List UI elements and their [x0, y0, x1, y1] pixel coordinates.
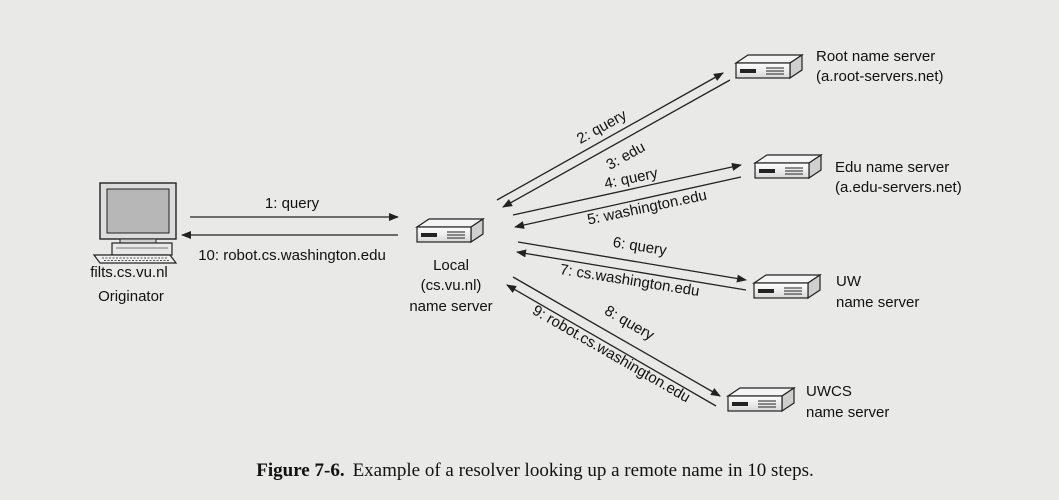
arrow-step-2 [496, 72, 724, 201]
figure-number: Figure 7-6. [256, 460, 344, 481]
edu-server-label-1: Edu name server [835, 159, 949, 176]
uwcs-server-label-1: UWCS [806, 383, 852, 400]
arrow-step-7 [516, 249, 747, 291]
originator-host-label: filts.cs.vu.nl [90, 264, 168, 281]
root-server-icon [735, 54, 803, 79]
root-server-label-2: (a.root-servers.net) [816, 68, 944, 85]
edu-server-label-2: (a.edu-servers.net) [835, 179, 962, 196]
uw-server-label-1: UW [836, 273, 862, 290]
arrow-step-3 [502, 79, 731, 208]
step-5-label: 5: washington.edu [586, 187, 709, 229]
figure-caption-text: Example of a resolver looking up a remot… [353, 460, 814, 481]
root-server-label-1: Root name server [816, 48, 935, 65]
arrow-step-5 [514, 176, 742, 229]
step-8-label: 8: query [602, 302, 658, 344]
uw-server-icon [753, 274, 821, 299]
arrow-step-6 [517, 241, 747, 283]
local-server-icon [416, 218, 484, 243]
uwcs-server-icon [727, 387, 795, 412]
step-6-label: 6: query [612, 234, 669, 259]
arrow-step-4 [512, 163, 742, 216]
originator-role-label: Originator [98, 288, 164, 305]
step-7-label: 7: cs.washington.edu [559, 261, 701, 300]
arrow-step-9 [506, 284, 717, 407]
arrow-step-8 [512, 276, 721, 397]
computer-icon [92, 182, 178, 264]
step-1-label: 1: query [265, 195, 320, 212]
edu-server-icon [754, 154, 822, 179]
step-10-label: 10: robot.cs.washington.edu [198, 247, 386, 264]
local-server-label-3: name server [409, 298, 492, 315]
local-server-label-2: (cs.vu.nl) [421, 277, 482, 294]
uwcs-server-label-2: name server [806, 404, 889, 421]
uw-server-label-2: name server [836, 294, 919, 311]
local-server-label-1: Local [433, 257, 469, 274]
figure-caption: Figure 7-6. Example of a resolver looking… [256, 460, 813, 481]
